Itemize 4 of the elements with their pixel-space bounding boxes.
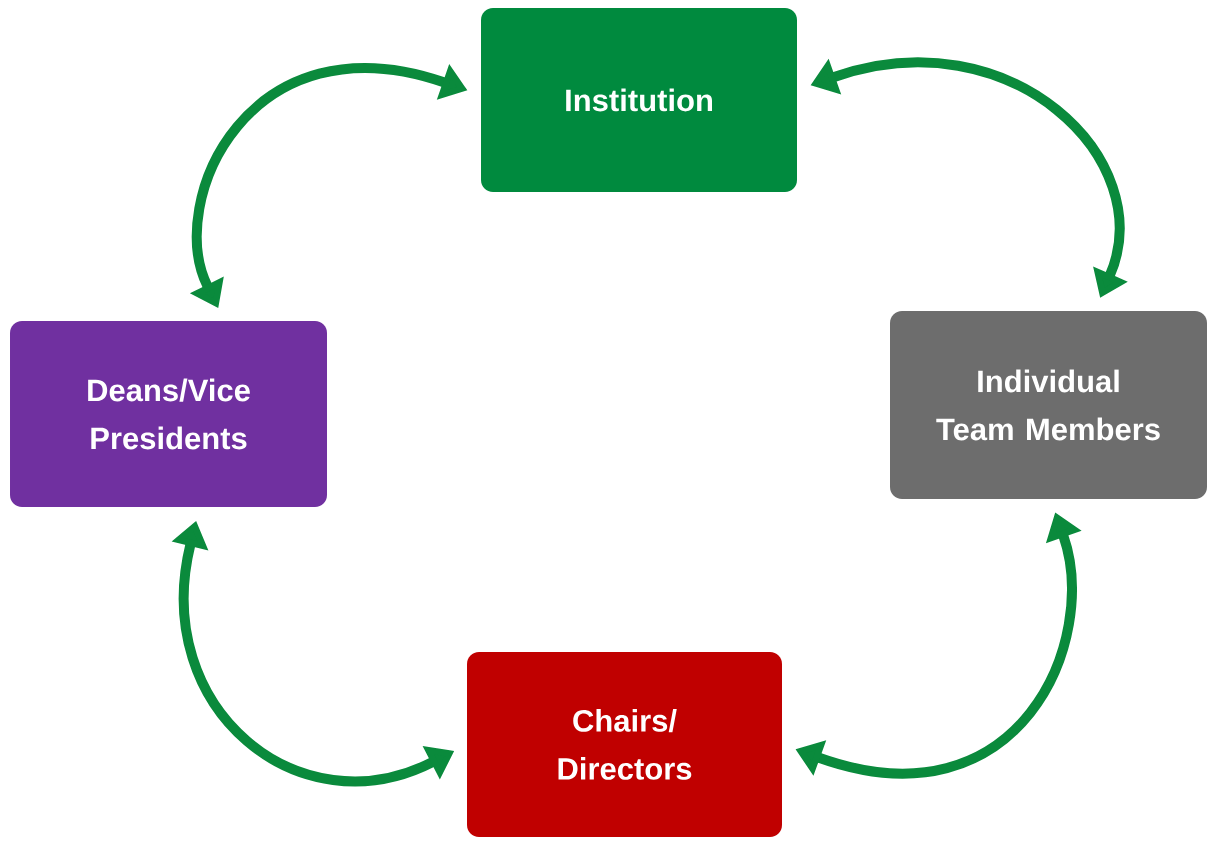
process-box: Deans/Vice Presidents [10, 321, 327, 507]
process-box: Institution [481, 8, 797, 192]
process-box: Individual Team Members [890, 311, 1207, 499]
process-box: Chairs/ Directors [467, 652, 782, 837]
